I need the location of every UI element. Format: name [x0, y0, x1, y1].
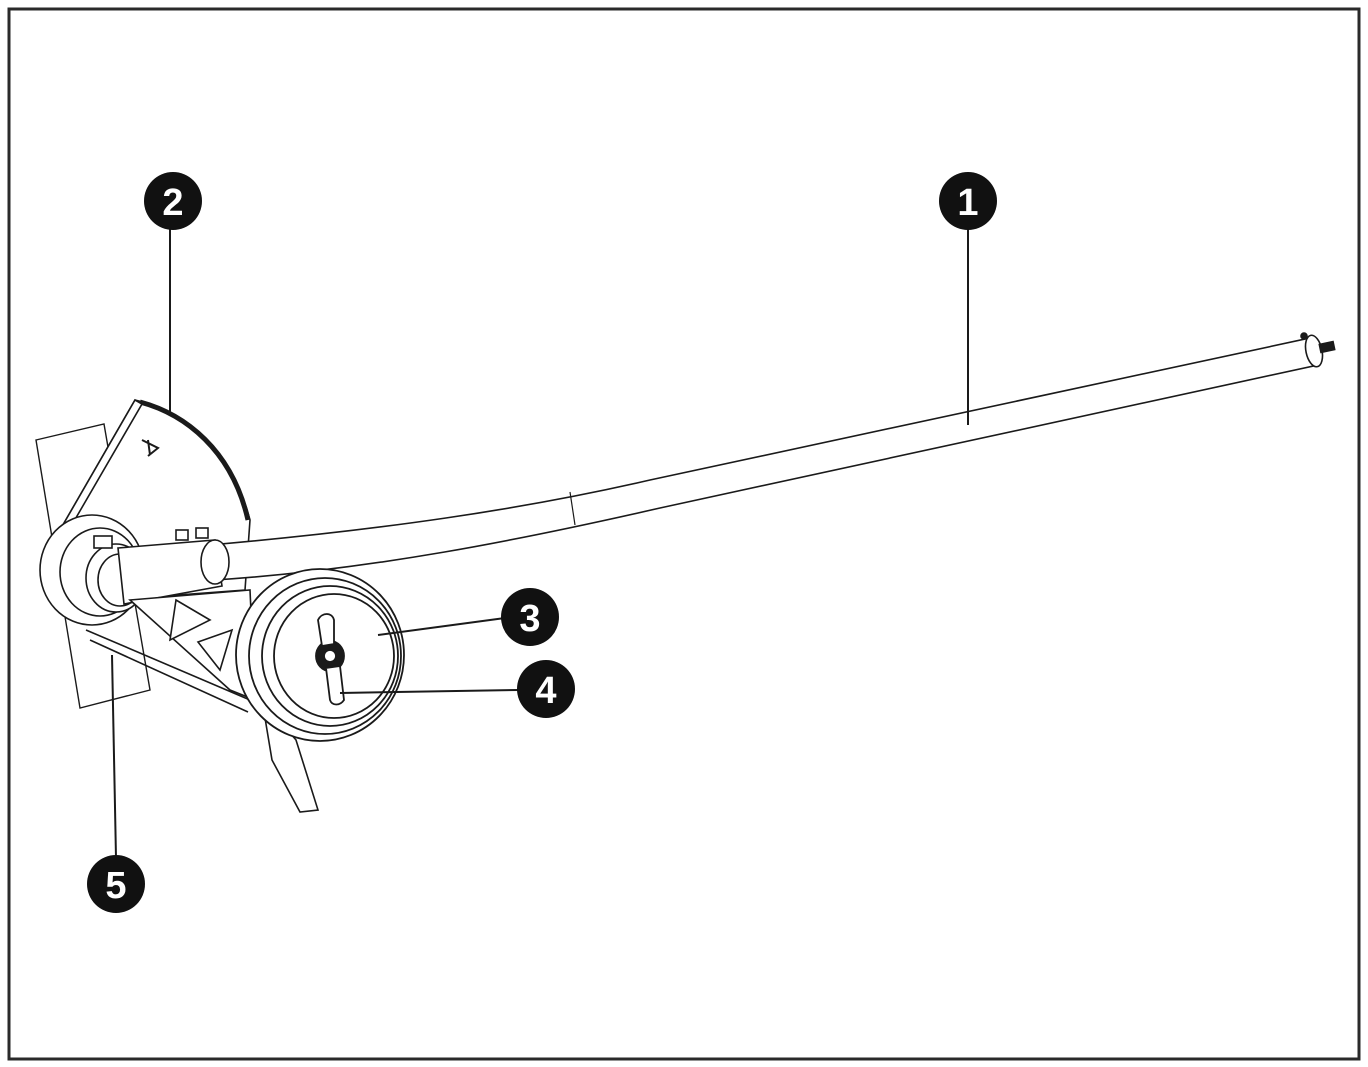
callout-5-label: 5 — [105, 865, 126, 907]
guide-wheel — [235, 568, 405, 742]
callout-4-label: 4 — [535, 670, 556, 712]
shaft — [209, 332, 1336, 581]
rotation-arrow-icon — [141, 439, 160, 457]
callout-2: 2 — [144, 172, 202, 230]
leader-line-4 — [339, 689, 519, 694]
leader-line-5 — [111, 654, 117, 859]
gear-housing — [39, 514, 230, 626]
callout-4: 4 — [517, 660, 575, 718]
wing-nut — [317, 613, 345, 706]
callout-3-label: 3 — [519, 598, 540, 640]
callout-5: 5 — [87, 855, 145, 913]
callout-2-label: 2 — [162, 182, 183, 224]
leader-line-3 — [377, 617, 506, 636]
callout-1: 1 — [939, 172, 997, 230]
callout-3: 3 — [501, 588, 559, 646]
leader-lines — [111, 225, 969, 859]
callout-1-label: 1 — [957, 182, 978, 224]
